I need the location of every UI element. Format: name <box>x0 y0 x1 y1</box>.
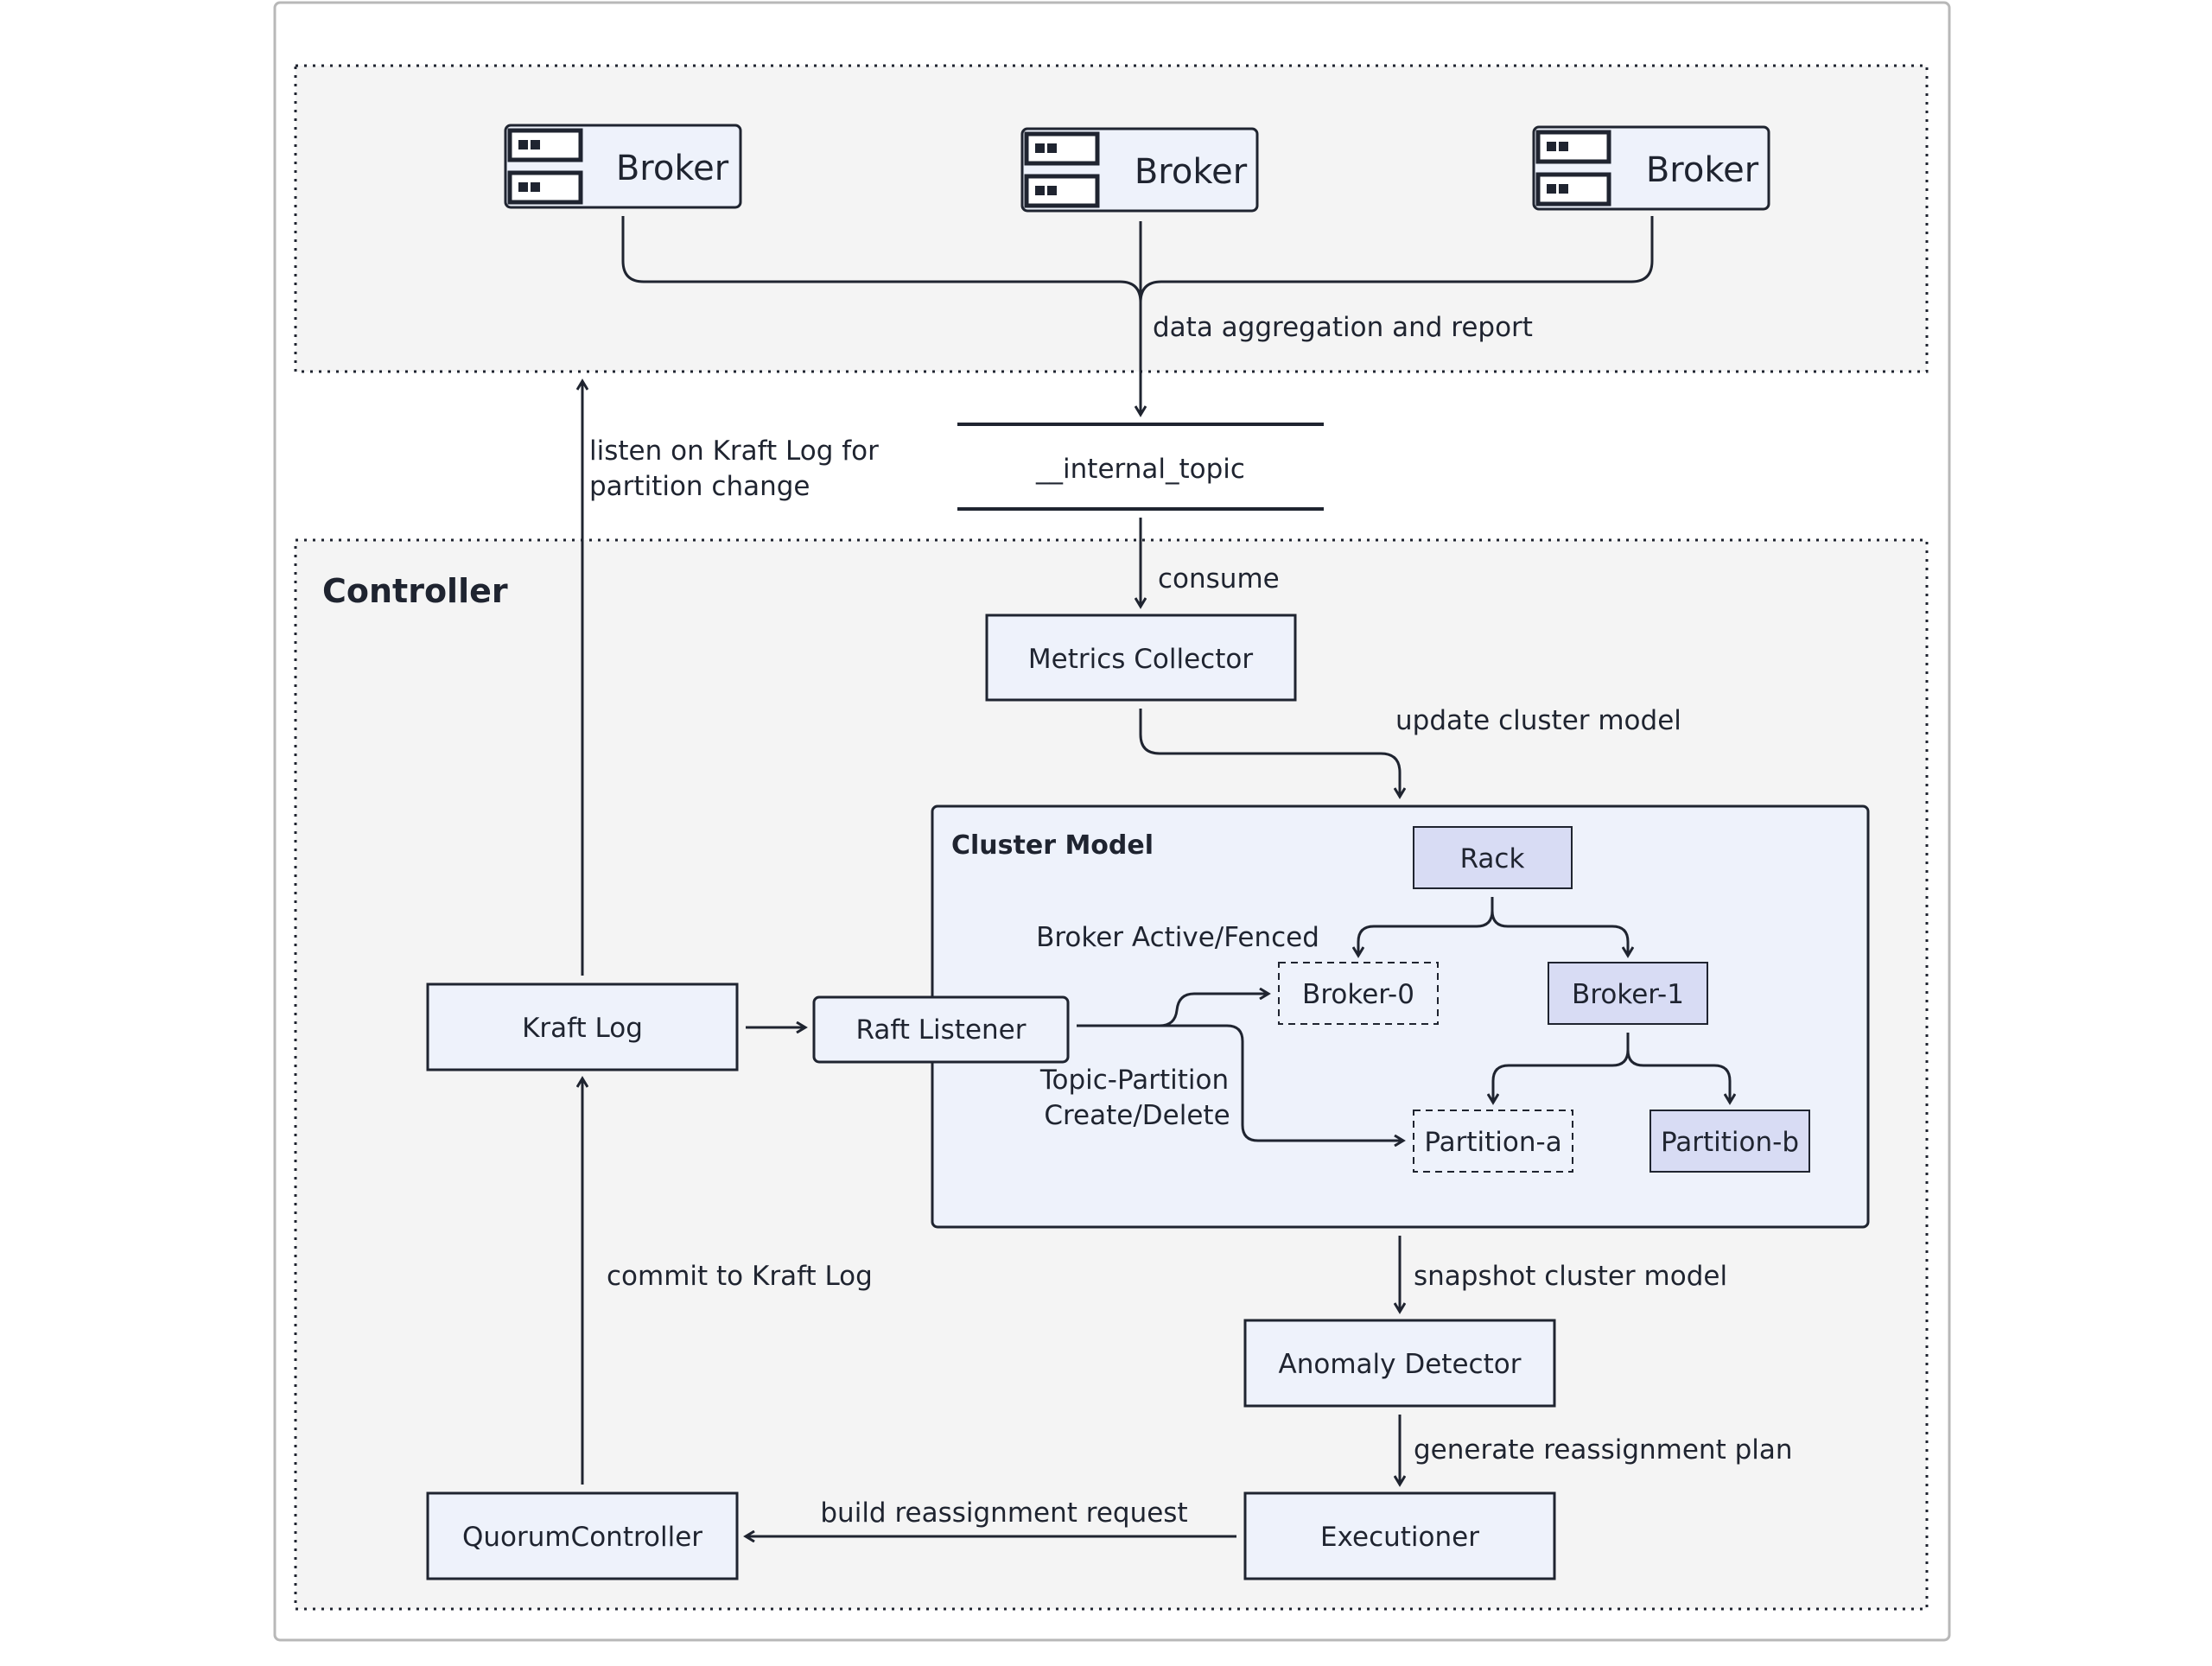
update-label: update cluster model <box>1395 705 1681 736</box>
executioner-node <box>1243 1491 1556 1580</box>
broker1-label: Broker-1 <box>1572 979 1684 1010</box>
metrics-collector-node <box>985 614 1297 702</box>
cluster-model-title: Cluster Model <box>951 830 1154 861</box>
broker-node-2: Broker <box>1020 127 1259 213</box>
broker-state-label: Broker Active/Fenced <box>1036 922 1319 953</box>
broker-label: Broker <box>1135 152 1248 192</box>
update-arrow <box>1139 709 1400 797</box>
internal-topic-label: __internal_topic <box>1035 454 1245 485</box>
rack-branch-connector <box>1357 897 1630 956</box>
topic-partition-arrow <box>1160 1024 1403 1141</box>
rack-label: Rack <box>1460 843 1525 874</box>
partition-a-label: Partition-a <box>1424 1127 1561 1158</box>
broker-label: Broker <box>616 149 729 188</box>
broker-region <box>294 64 1929 373</box>
partition-b-node <box>1649 1110 1810 1173</box>
controller-title: Controller <box>322 572 508 610</box>
commit-label: commit to Kraft Log <box>607 1261 873 1292</box>
build-label: build reassignment request <box>820 1497 1187 1529</box>
kraft-log-node <box>426 982 739 1071</box>
broker-label: Broker <box>1646 150 1759 190</box>
topic-partition-label-1: Topic-Partition <box>1039 1065 1229 1096</box>
broker1-branch-connector <box>1491 1033 1732 1094</box>
broker-node-3: Broker <box>1532 125 1770 211</box>
broker0-label: Broker-0 <box>1302 979 1414 1010</box>
consume-label: consume <box>1158 563 1280 595</box>
broker1-node <box>1548 962 1708 1025</box>
raft-listener-label: Raft Listener <box>856 1014 1027 1046</box>
generate-label: generate reassignment plan <box>1414 1434 1793 1466</box>
quorum-controller-label: QuorumController <box>462 1522 702 1553</box>
anomaly-detector-label: Anomaly Detector <box>1279 1349 1522 1380</box>
anomaly-detector-node <box>1243 1319 1556 1408</box>
partition-b-label: Partition-b <box>1661 1127 1799 1158</box>
broker0-node <box>1278 962 1439 1025</box>
server-icon <box>507 128 583 205</box>
executioner-label: Executioner <box>1320 1522 1479 1553</box>
quorum-controller-node <box>426 1491 739 1580</box>
topic-partition-label-2: Create/Delete <box>1044 1100 1230 1131</box>
listen-label-2: partition change <box>589 471 810 502</box>
listen-label-1: listen on Kraft Log for <box>589 436 879 467</box>
rack-node <box>1413 826 1573 889</box>
aggregation-label: data aggregation and report <box>1153 312 1533 343</box>
aggregation-connector <box>621 216 1654 415</box>
raft-listener-node <box>812 995 1070 1064</box>
server-icon <box>1024 131 1100 208</box>
metrics-collector-label: Metrics Collector <box>1028 644 1253 675</box>
kraft-log-label: Kraft Log <box>522 1013 643 1044</box>
broker-node-1: Broker <box>504 124 742 209</box>
snapshot-label: snapshot cluster model <box>1414 1261 1727 1292</box>
partition-a-node <box>1413 1110 1573 1173</box>
server-icon <box>1535 130 1611 207</box>
